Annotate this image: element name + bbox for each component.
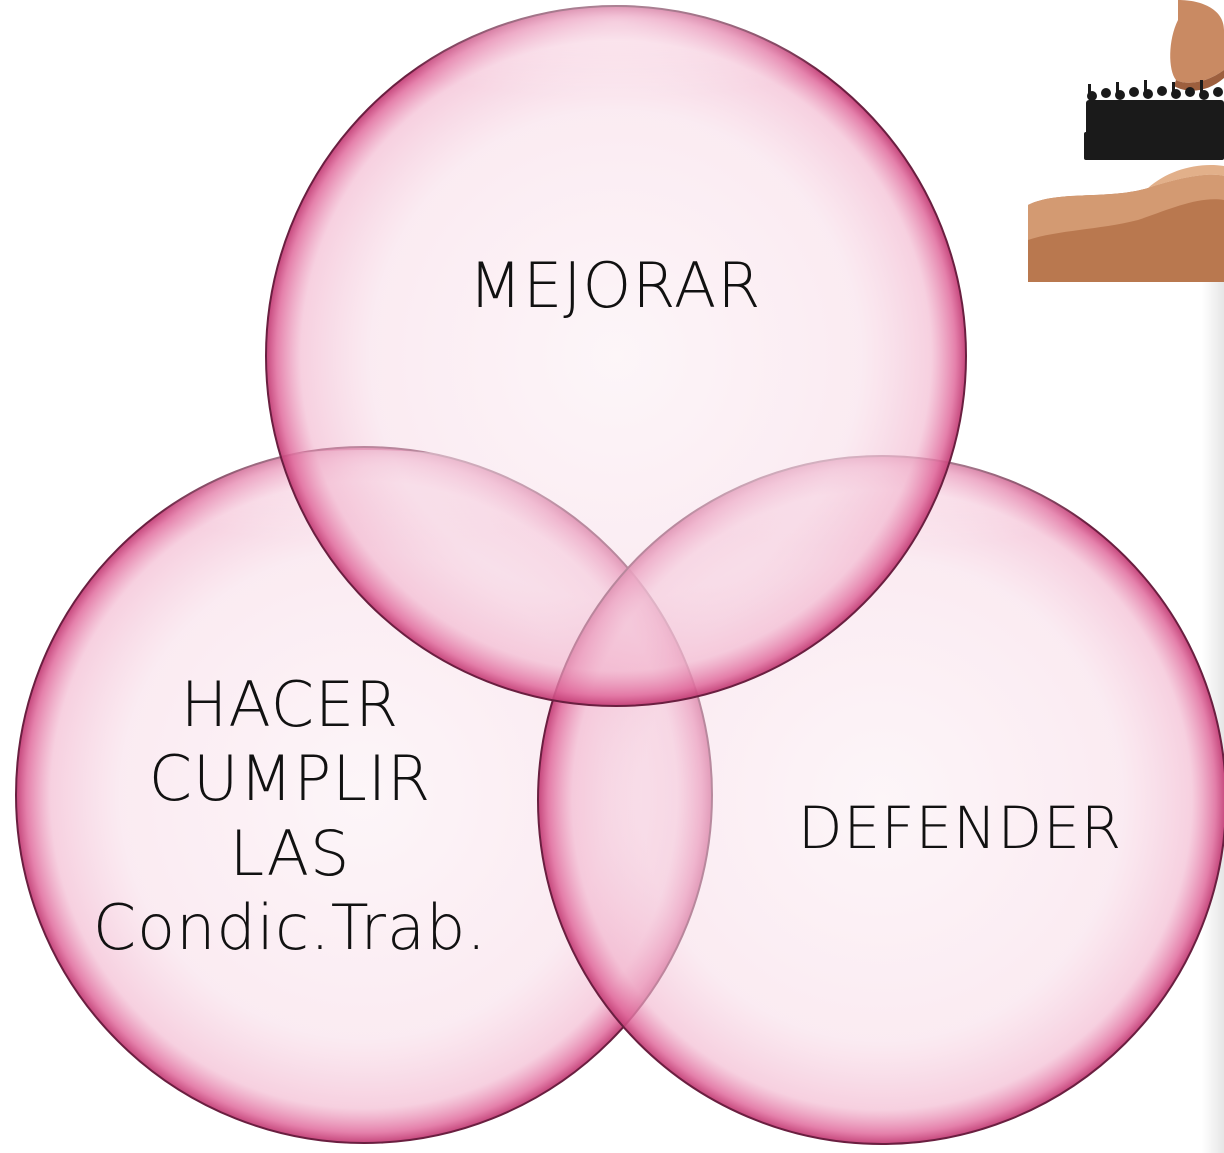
circle-left-label-line-4: Condic.Trab.	[92, 891, 488, 965]
circle-top-label-line: MEJORAR	[468, 249, 762, 322]
circle-left-label-line-1: HACER	[180, 668, 400, 741]
hands-protecting-crowd-photo	[1028, 0, 1224, 282]
circle-top	[265, 5, 967, 707]
circle-left-label-line-3: LAS	[229, 816, 351, 890]
circle-left-label: HACER CUMPLIR LAS Condic.Trab.	[70, 668, 510, 966]
circle-left-label-line-2: CUMPLIR	[148, 742, 432, 816]
circle-right-label-line: DEFENDER	[797, 794, 1123, 862]
crowd-silhouette-icon	[1084, 80, 1224, 160]
circle-top-label: MEJORAR	[415, 250, 815, 321]
circle-right-label: DEFENDER	[760, 795, 1160, 862]
hands-photo-illustration	[1028, 0, 1224, 282]
